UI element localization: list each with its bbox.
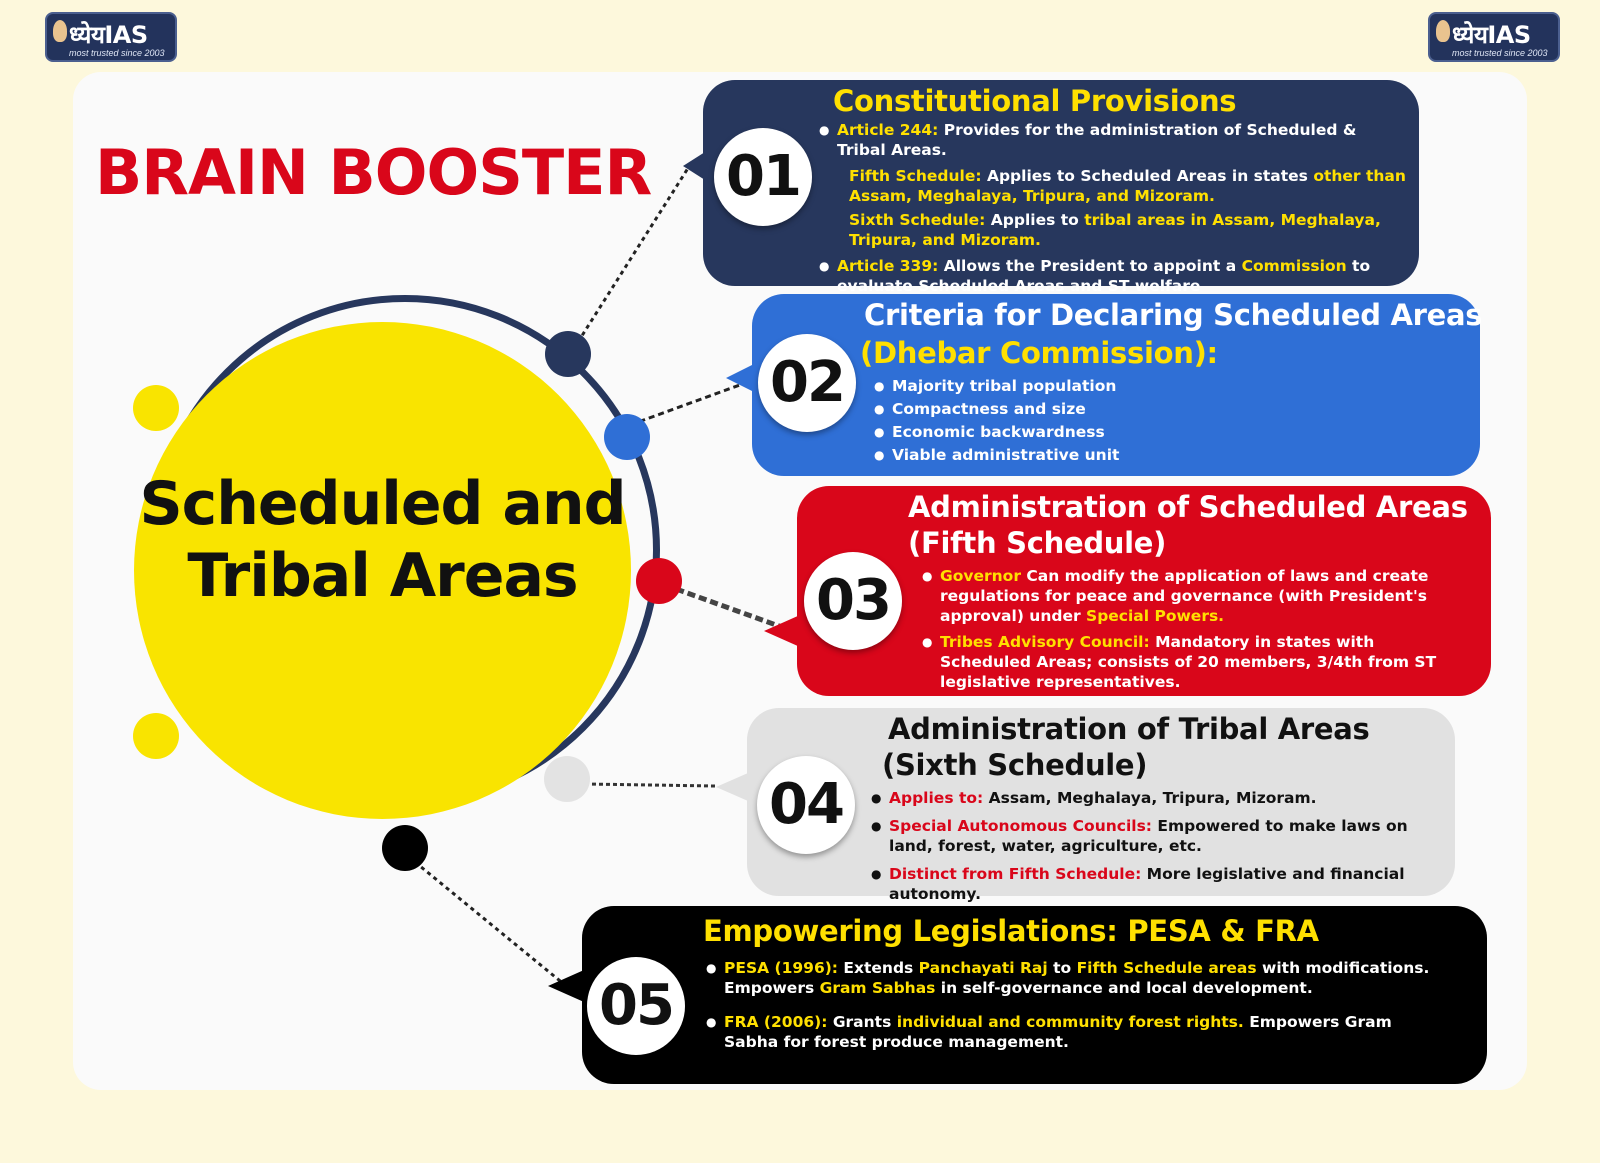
- section-05-title: Empowering Legislations: PESA & FRA: [703, 914, 1319, 948]
- connector-04: [584, 782, 716, 788]
- section-04-list: Applies to: Assam, Meghalaya, Tripura, M…: [871, 788, 1441, 910]
- section-02-subtitle: (Dhebar Commission):: [860, 336, 1218, 370]
- list-item: Economic backwardness: [874, 422, 1434, 442]
- list-item: Article 339: Allows the President to app…: [819, 256, 1409, 296]
- section-03-subtitle: (Fifth Schedule): [908, 526, 1167, 560]
- center-circle: [134, 322, 631, 819]
- ring-dot-blue: [604, 414, 650, 460]
- list-item: FRA (2006): Grants individual and commun…: [706, 1012, 1446, 1052]
- section-04-pointer: [716, 773, 748, 801]
- list-item: Viable administrative unit: [874, 445, 1434, 465]
- list-item: Tribes Advisory Council: Mandatory in st…: [922, 632, 1462, 692]
- list-item: Majority tribal population: [874, 376, 1434, 396]
- ring-dot-yellow-top: [133, 385, 179, 431]
- logo-name: ध्येयIAS: [1452, 21, 1531, 49]
- section-01-list: Article 244: Provides for the administra…: [819, 120, 1409, 302]
- section-01-pointer: [683, 152, 705, 180]
- section-05-pointer: [548, 970, 584, 1002]
- section-05-box: Empowering Legislations: PESA & FRA PESA…: [582, 906, 1487, 1084]
- ring-dot-red: [636, 558, 682, 604]
- section-04-title: Administration of Tribal Areas: [888, 712, 1370, 746]
- section-02-box: Criteria for Declaring Scheduled Areas (…: [752, 294, 1483, 476]
- section-03-title: Administration of Scheduled Areas: [908, 490, 1468, 524]
- list-item: Fifth Schedule: Applies to Scheduled Are…: [849, 167, 1406, 205]
- dhyeya-ias-logo-left: ध्येयIAS most trusted since 2003: [45, 12, 177, 62]
- page-headline: BRAIN BOOSTER: [95, 136, 652, 209]
- list-item: Article 244: Provides for the administra…: [819, 120, 1409, 160]
- connector-01: [576, 164, 692, 343]
- section-04-number: 04: [757, 756, 855, 854]
- section-05-number: 05: [587, 957, 685, 1055]
- founder-portrait-icon: [53, 20, 67, 42]
- list-item: Governor Can modify the application of l…: [922, 566, 1462, 626]
- section-03-number: 03: [804, 552, 902, 650]
- list-item: PESA (1996): Extends Panchayati Raj to F…: [706, 958, 1446, 998]
- list-item: Compactness and size: [874, 399, 1434, 419]
- section-03-box: Administration of Scheduled Areas (Fifth…: [797, 486, 1491, 696]
- ring-dot-yellow-bottom: [133, 713, 179, 759]
- ring-dot-black: [382, 825, 428, 871]
- list-item: Distinct from Fifth Schedule: More legis…: [871, 864, 1441, 904]
- section-05-list: PESA (1996): Extends Panchayati Raj to F…: [706, 958, 1446, 1058]
- section-04-box: Administration of Tribal Areas (Sixth Sc…: [747, 708, 1455, 903]
- list-item: Special Autonomous Councils: Empowered t…: [871, 816, 1441, 856]
- section-04-subtitle: (Sixth Schedule): [882, 748, 1148, 782]
- section-02-list: Majority tribal population Compactness a…: [874, 376, 1434, 471]
- ring-dot-grey: [544, 756, 590, 802]
- list-item: Applies to: Assam, Meghalaya, Tripura, M…: [871, 788, 1441, 808]
- ring-dot-navy: [545, 331, 591, 377]
- section-01-box: Constitutional Provisions Article 244: P…: [703, 80, 1419, 295]
- section-03-list: Governor Can modify the application of l…: [922, 566, 1462, 698]
- dhyeya-ias-logo-right: ध्येयIAS most trusted since 2003: [1428, 12, 1560, 62]
- section-02-number: 02: [758, 334, 856, 432]
- logo-name: ध्येयIAS: [69, 21, 148, 49]
- section-01-number: 01: [714, 128, 812, 226]
- section-01-title: Constitutional Provisions: [833, 84, 1237, 118]
- founder-portrait-icon: [1436, 20, 1450, 42]
- connector-05: [414, 860, 566, 987]
- section-02-pointer: [726, 364, 754, 392]
- logo-tagline: most trusted since 2003: [1452, 48, 1548, 58]
- logo-tagline: most trusted since 2003: [69, 48, 165, 58]
- section-03-pointer: [764, 615, 800, 647]
- section-02-title: Criteria for Declaring Scheduled Areas: [864, 298, 1483, 332]
- list-item: Sixth Schedule: Applies to tribal areas …: [849, 211, 1381, 249]
- center-title: Scheduled and Tribal Areas: [139, 469, 626, 611]
